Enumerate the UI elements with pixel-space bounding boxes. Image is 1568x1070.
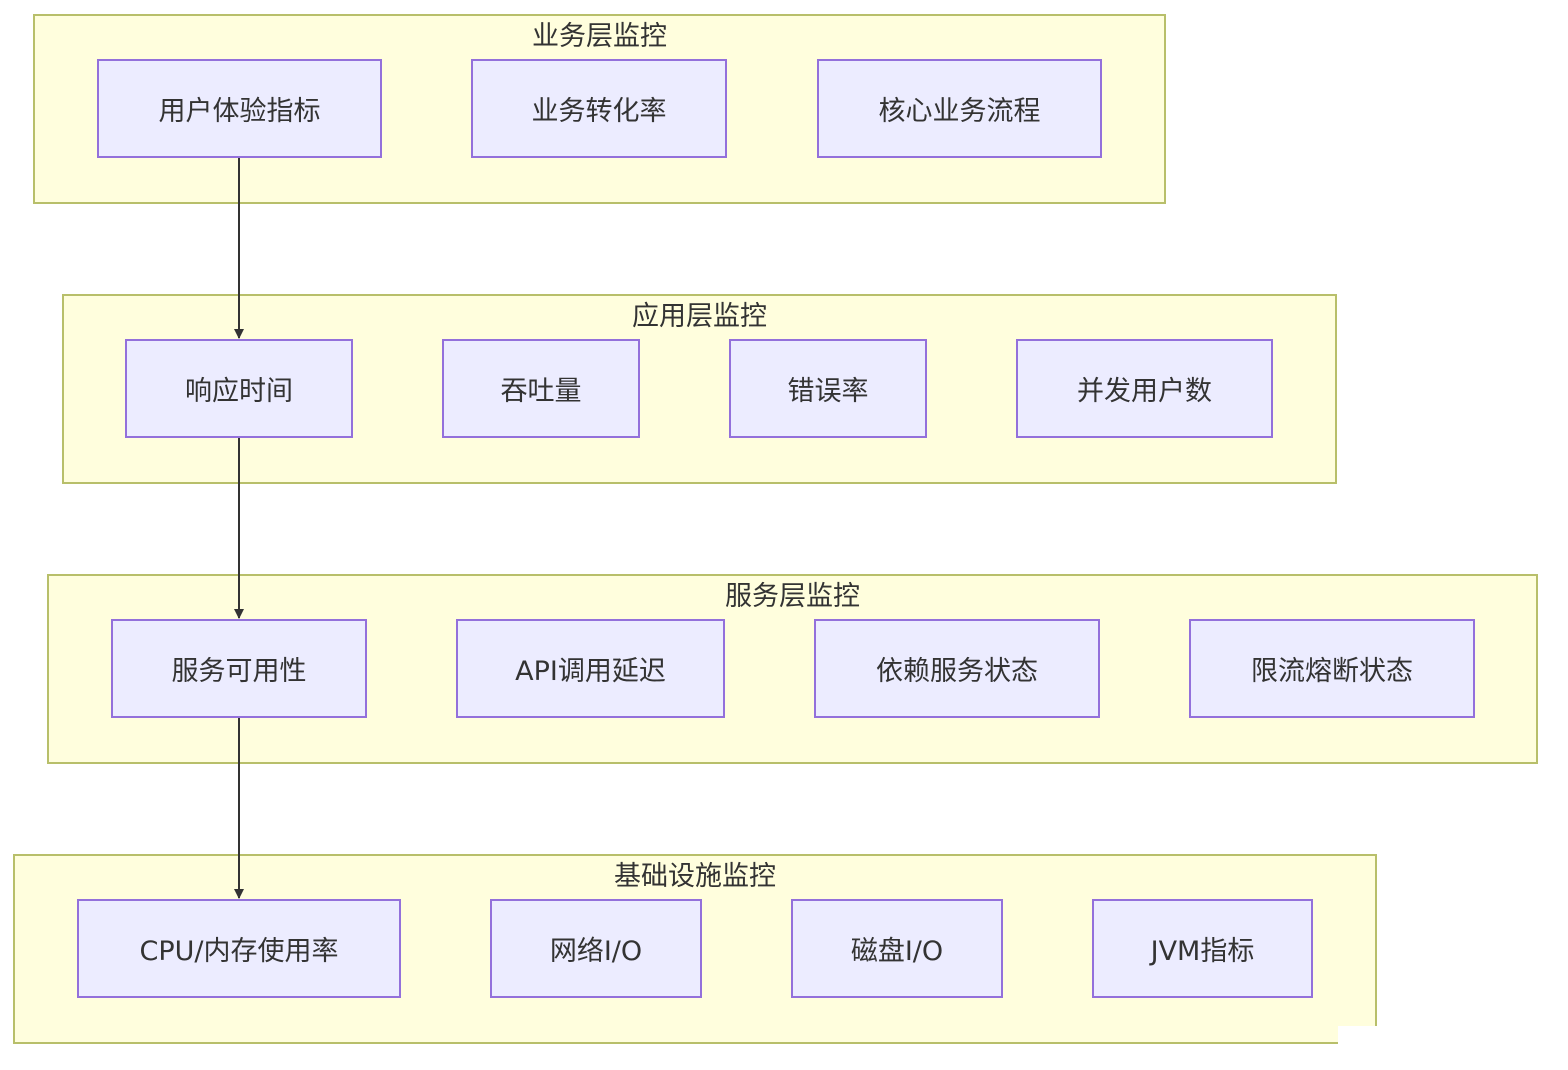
node-jvm-metrics[interactable]: JVM指标: [1092, 899, 1313, 998]
node-service-availability[interactable]: 服务可用性: [111, 619, 367, 718]
node-disk-io[interactable]: 磁盘I/O: [791, 899, 1003, 998]
layer-infrastructure-title: 基础设施监控: [614, 861, 776, 892]
node-response-time[interactable]: 响应时间: [125, 339, 353, 438]
layer-business-title: 业务层监控: [532, 21, 667, 52]
node-core-business-process[interactable]: 核心业务流程: [817, 59, 1102, 158]
node-network-io[interactable]: 网络I/O: [490, 899, 702, 998]
node-api-call-latency[interactable]: API调用延迟: [456, 619, 725, 718]
watermark-patch: [1338, 1026, 1508, 1052]
node-error-rate[interactable]: 错误率: [729, 339, 927, 438]
node-dependency-service-status[interactable]: 依赖服务状态: [814, 619, 1100, 718]
node-cpu-memory-usage[interactable]: CPU/内存使用率: [77, 899, 401, 998]
node-rate-limit-circuit-breaker-status[interactable]: 限流熔断状态: [1189, 619, 1475, 718]
node-throughput[interactable]: 吞吐量: [442, 339, 640, 438]
node-user-experience-metrics[interactable]: 用户体验指标: [97, 59, 382, 158]
layer-application-title: 应用层监控: [632, 301, 767, 332]
node-business-conversion-rate[interactable]: 业务转化率: [471, 59, 727, 158]
node-concurrent-users[interactable]: 并发用户数: [1016, 339, 1273, 438]
layer-service-title: 服务层监控: [725, 581, 860, 612]
